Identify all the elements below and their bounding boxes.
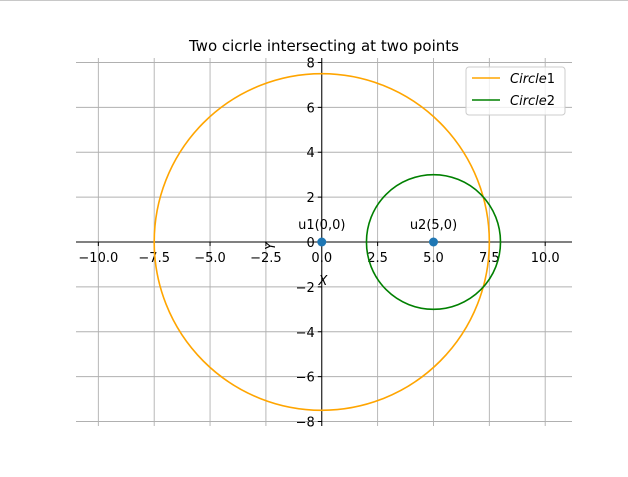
y-tick-label-7: 6	[306, 101, 314, 116]
point-label-2: u2(5,0)	[410, 218, 457, 233]
point-label-1: u1(0,0)	[298, 218, 345, 233]
y-tick-label-2: −4	[296, 326, 315, 341]
legend-frame	[465, 66, 566, 116]
point-marker-1	[317, 237, 327, 247]
x-tick-label-6: 5.0	[423, 251, 444, 266]
window-top-border	[0, 0, 628, 1]
y-tick-label-3: −2	[296, 281, 315, 296]
chart-title: Two cicrle intersecting at two points	[188, 37, 459, 55]
x-axis-label: X	[318, 274, 329, 289]
x-tick-label-2: −5.0	[194, 251, 226, 266]
circle-series-1	[153, 72, 491, 412]
x-tick-label-3: −2.5	[250, 251, 282, 266]
x-tick-label-4: 0.0	[311, 251, 332, 266]
x-tick-label-8: 10.0	[531, 251, 560, 266]
y-axis-label: Y	[264, 241, 279, 250]
y-tick-label-8: 8	[306, 56, 314, 71]
y-tick-label-0: −8	[296, 416, 315, 431]
x-tick-label-5: 2.5	[367, 251, 388, 266]
plot-series	[153, 72, 502, 412]
y-tick-label-4: 0	[306, 236, 314, 251]
y-tick-label-6: 4	[306, 146, 314, 161]
legend-label-2: Circle2	[510, 94, 555, 109]
plot-points: u1(0,0) u2(5,0)	[298, 218, 457, 247]
point-marker-2	[428, 237, 438, 247]
legend-label-1: Circle1	[510, 72, 555, 87]
circle-series-2	[365, 173, 502, 311]
x-tick-label-0: −10.0	[78, 251, 118, 266]
y-tick-label-1: −6	[296, 371, 315, 386]
y-tick-label-5: 2	[306, 191, 314, 206]
